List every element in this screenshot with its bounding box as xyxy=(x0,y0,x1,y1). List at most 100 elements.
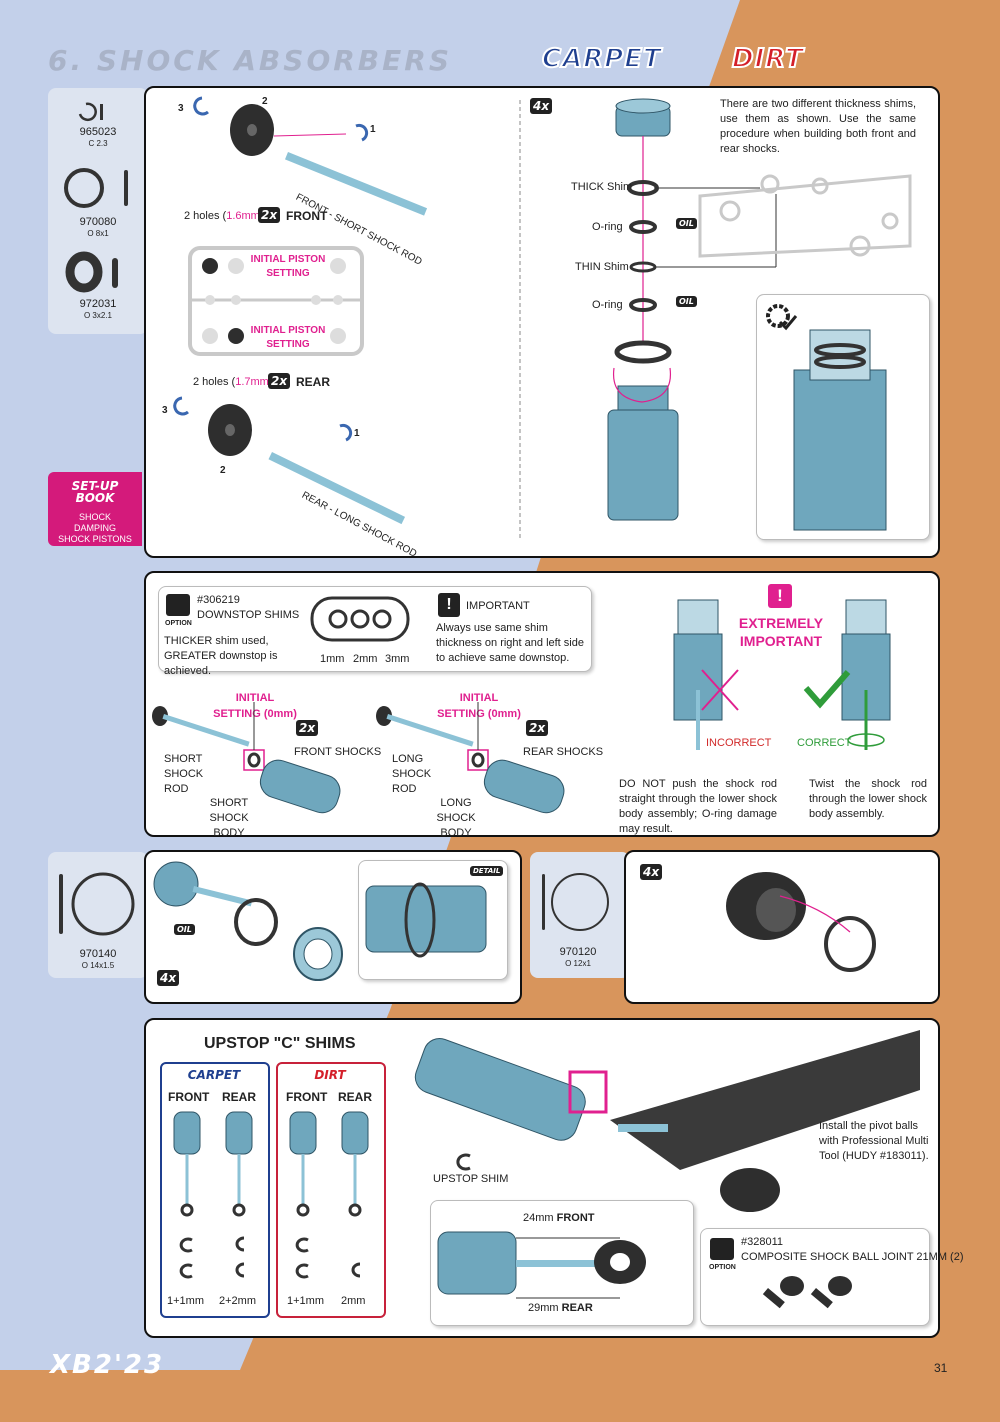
option-tag-2: OPTION xyxy=(709,1264,736,1271)
rear-holes-label: 2 holes (1.7mm) xyxy=(193,376,273,388)
panel3-qty-badge: 4x xyxy=(157,970,180,986)
section-title: 6. SHOCK ABSORBERS xyxy=(48,44,452,77)
length-detail-illustration xyxy=(437,1231,646,1299)
carpet-front-shim: 1+1mm xyxy=(167,1295,204,1307)
panel3-oil-icon: OIL xyxy=(174,924,195,935)
parts-sidebar xyxy=(48,88,148,334)
oring-medium-icon xyxy=(542,873,609,931)
footer-logo: XB2'23 xyxy=(50,1350,165,1380)
oring-1-label: O-ring xyxy=(592,221,623,233)
rear-step-1-marker: 1 xyxy=(354,428,360,439)
shock-cutaway-illustration xyxy=(793,329,887,531)
shim-note: There are two different thickness shims,… xyxy=(720,98,916,155)
front-piston-illustration xyxy=(193,96,428,216)
front-shock-downstop-illustration xyxy=(152,702,341,814)
initial-piston-setting-2: INITIAL PISTON SETTING xyxy=(250,325,326,350)
extremely-important-label: EXTREMELY IMPORTANT xyxy=(738,615,824,649)
upstop-shim-label: UPSTOP SHIM xyxy=(433,1173,509,1185)
rear-shocks-qty: 2x xyxy=(526,720,549,736)
initial-setting-right: INITIAL SETTING (0mm) xyxy=(437,692,521,720)
short-body-label: SHORT SHOCK BODY xyxy=(209,797,249,839)
rear-piston-illustration xyxy=(173,396,406,525)
incorrect-note: DO NOT push the shock rod straight throu… xyxy=(619,778,777,835)
option-thumb-icon xyxy=(166,594,190,616)
front-shocks-qty: 2x xyxy=(296,720,319,736)
shim-size-1: 1mm xyxy=(320,653,345,665)
rear-shock-downstop-illustration xyxy=(376,702,565,814)
front-length: 24mm FRONT xyxy=(523,1212,595,1224)
shim-qty-badge: 4x xyxy=(530,98,553,114)
correct-label: CORRECT xyxy=(797,737,852,749)
dirt-shim-box xyxy=(276,1062,386,1318)
correct-note: Twist the shock rod through the lower sh… xyxy=(809,778,927,820)
setup-book-tab[interactable]: SET-UP BOOK SHOCK DAMPING SHOCK PISTONS xyxy=(48,472,142,546)
oil-icon-2: OIL xyxy=(676,296,697,307)
upstop-shim-illustrations xyxy=(173,1111,369,1279)
thick-shim-label: THICK Shim xyxy=(571,181,633,193)
front-label: FRONT xyxy=(286,209,328,223)
setup-book-title: SET-UP BOOK xyxy=(71,479,119,505)
shim-size-3: 3mm xyxy=(385,653,410,665)
carpet-rear-label: REAR xyxy=(222,1090,257,1104)
ball-joint-option-box xyxy=(700,1228,930,1326)
option-name: DOWNSTOP SHIMS xyxy=(197,609,300,621)
important-title: IMPORTANT xyxy=(466,600,530,612)
oring-2-label: O-ring xyxy=(592,299,623,311)
option-note: THICKER shim used, GREATER downstop is a… xyxy=(164,635,278,677)
detail-icon: DETAIL xyxy=(470,866,504,876)
rear-step-3-marker: 3 xyxy=(162,405,168,416)
rear-length: 29mm REAR xyxy=(528,1302,593,1314)
oring-large-icon xyxy=(59,872,135,936)
cap-oring-illustration xyxy=(726,872,876,972)
long-rod-label: LONG SHOCK ROD xyxy=(392,753,432,795)
correct-illustration xyxy=(803,599,891,750)
carpet-shim-box xyxy=(160,1062,270,1318)
panel4-qty-badge: 4x xyxy=(640,864,663,880)
long-body-label: LONG SHOCK BODY xyxy=(436,797,476,839)
collar-detail-illustration xyxy=(365,882,487,958)
brand-dirt: DIRT xyxy=(731,43,804,75)
step-3-marker: 3 xyxy=(178,103,184,114)
option-important-box xyxy=(158,586,592,672)
shock-mount-illustration xyxy=(414,1030,920,1212)
initial-setting-left: INITIAL SETTING (0mm) xyxy=(213,692,297,720)
oil-icon-1: OIL xyxy=(676,218,697,229)
short-rod-label: SHORT SHOCK ROD xyxy=(164,753,204,795)
rear-label: REAR xyxy=(296,375,331,389)
dirt-front-shim: 1+1mm xyxy=(287,1295,324,1307)
page-number: 31 xyxy=(934,1361,948,1375)
front-holes-label: 2 holes (1.6mm) xyxy=(184,210,264,222)
panel-divider xyxy=(519,100,521,540)
dirt-rear-shim: 2mm xyxy=(341,1295,366,1307)
oring-icon xyxy=(64,168,128,208)
initial-piston-setting-1: INITIAL PISTON SETTING xyxy=(250,254,326,279)
carpet-front-label: FRONT xyxy=(168,1090,210,1104)
step-2-marker: 2 xyxy=(262,96,268,107)
warning-icon: ! xyxy=(438,593,460,617)
option-tag: OPTION xyxy=(165,620,192,627)
shim-size-2: 2mm xyxy=(353,653,378,665)
ball-joint-illustration xyxy=(762,1276,852,1309)
carpet-shim-title: CARPET xyxy=(187,1068,241,1082)
piston-sprue xyxy=(188,246,364,356)
brand-carpet: CARPET xyxy=(541,43,662,75)
thin-shim-label: THIN Shim xyxy=(575,261,629,273)
ball-joint-name: COMPOSITE SHOCK BALL JOINT 21MM (2) xyxy=(741,1251,964,1263)
rear-shocks-label: REAR SHOCKS xyxy=(523,746,604,758)
dirt-shim-title: DIRT xyxy=(314,1068,346,1082)
c-clip-icon xyxy=(78,102,103,121)
downstop-shims-sprue xyxy=(310,596,410,642)
dirt-rear-label: REAR xyxy=(338,1090,373,1104)
incorrect-label: INCORRECT xyxy=(706,737,772,749)
important-note: Always use same shim thickness on right … xyxy=(436,622,584,664)
option-thumb-icon-2 xyxy=(710,1238,734,1260)
upstop-title: UPSTOP "C" SHIMS xyxy=(204,1035,356,1052)
setup-book-subtitle: SHOCK DAMPING SHOCK PISTONS xyxy=(58,512,132,544)
front-qty-badge: 2x xyxy=(258,207,281,223)
carpet-rear-shim: 2+2mm xyxy=(219,1295,256,1307)
collar-oring-illustration xyxy=(153,861,343,981)
